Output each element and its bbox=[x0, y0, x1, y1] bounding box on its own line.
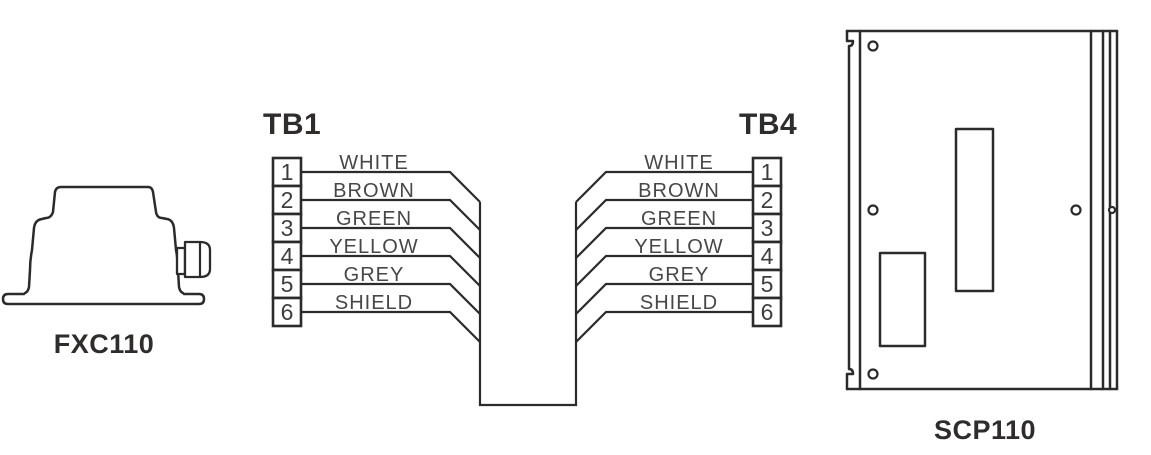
wire-line-brown-right bbox=[575, 198, 753, 231]
terminal-cell bbox=[751, 212, 783, 244]
wire-line-shield-right bbox=[575, 310, 753, 343]
terminal-number: 2 bbox=[281, 187, 294, 213]
wire-label-grey-left: GREY bbox=[344, 264, 405, 286]
tb1-title: TB1 bbox=[263, 108, 321, 141]
wire-line-green-left bbox=[301, 226, 481, 259]
screw-hole bbox=[867, 368, 879, 380]
cable-trunk bbox=[478, 202, 578, 407]
wire-line-white-left bbox=[301, 170, 481, 203]
wire-line-yellow-right bbox=[575, 254, 753, 287]
wire-label-yellow-right: YELLOW bbox=[634, 236, 723, 258]
fxc110-body-outline bbox=[23, 185, 185, 295]
fxc110-label: FXC110 bbox=[54, 329, 155, 359]
terminal-number: 3 bbox=[761, 215, 774, 241]
fxc110-base-flange bbox=[1, 292, 206, 306]
screw-hole bbox=[867, 204, 879, 216]
scp110-device bbox=[845, 29, 1119, 391]
cable-wires-right: WHITE BROWN GREEN YELLOW GREY SHIELD bbox=[575, 152, 753, 343]
tb4-terminal-block: 1 2 3 4 5 6 bbox=[751, 156, 783, 328]
terminal-number: 1 bbox=[281, 159, 294, 185]
scp110-side-slot bbox=[878, 251, 927, 348]
terminal-cell bbox=[751, 296, 783, 328]
tb1-terminal-block: 1 2 3 4 5 6 bbox=[271, 156, 303, 328]
terminal-number: 4 bbox=[281, 243, 294, 269]
fxc110-device bbox=[1, 185, 212, 306]
wire-label-grey-right: GREY bbox=[649, 264, 710, 286]
terminal-number: 5 bbox=[761, 271, 774, 297]
terminal-number: 3 bbox=[281, 215, 294, 241]
wire-label-brown-right: BROWN bbox=[638, 180, 720, 202]
wire-label-white-left: WHITE bbox=[339, 152, 408, 174]
terminal-number: 5 bbox=[281, 271, 294, 297]
scp110-center-slot bbox=[954, 127, 995, 293]
tb4-title: TB4 bbox=[739, 108, 797, 141]
wire-line-green-right bbox=[575, 226, 753, 259]
wire-label-green-left: GREEN bbox=[336, 208, 412, 230]
terminal-number: 6 bbox=[761, 299, 774, 325]
wire-line-white-right bbox=[575, 170, 753, 203]
wire-label-green-right: GREEN bbox=[641, 208, 717, 230]
wire-line-shield-left bbox=[301, 310, 481, 343]
fxc110-connector-neck bbox=[175, 246, 187, 276]
wire-label-shield-right: SHIELD bbox=[640, 292, 718, 314]
fxc110-cable-connector bbox=[183, 240, 212, 279]
screw-hole bbox=[1070, 204, 1082, 216]
scp110-label: SCP110 bbox=[934, 415, 1036, 445]
wire-line-brown-left bbox=[301, 198, 481, 231]
terminal-number: 6 bbox=[281, 299, 294, 325]
screw-hole-small bbox=[1107, 205, 1117, 215]
wire-label-yellow-left: YELLOW bbox=[329, 236, 418, 258]
wire-line-grey-right bbox=[575, 282, 753, 315]
terminal-number: 1 bbox=[761, 159, 774, 185]
terminal-cell bbox=[751, 268, 783, 300]
terminal-number: 4 bbox=[761, 243, 774, 269]
wire-label-shield-left: SHIELD bbox=[335, 292, 413, 314]
scp110-din-rail-flange bbox=[845, 29, 855, 391]
cable-wires-left: WHITE BROWN GREEN YELLOW GREY SHIELD bbox=[301, 152, 481, 343]
terminal-number: 2 bbox=[761, 187, 774, 213]
screw-hole bbox=[867, 40, 879, 52]
wire-line-grey-left bbox=[301, 282, 481, 315]
wire-label-white-right: WHITE bbox=[644, 152, 713, 174]
wire-line-yellow-left bbox=[301, 254, 481, 287]
wire-label-brown-left: BROWN bbox=[333, 180, 415, 202]
